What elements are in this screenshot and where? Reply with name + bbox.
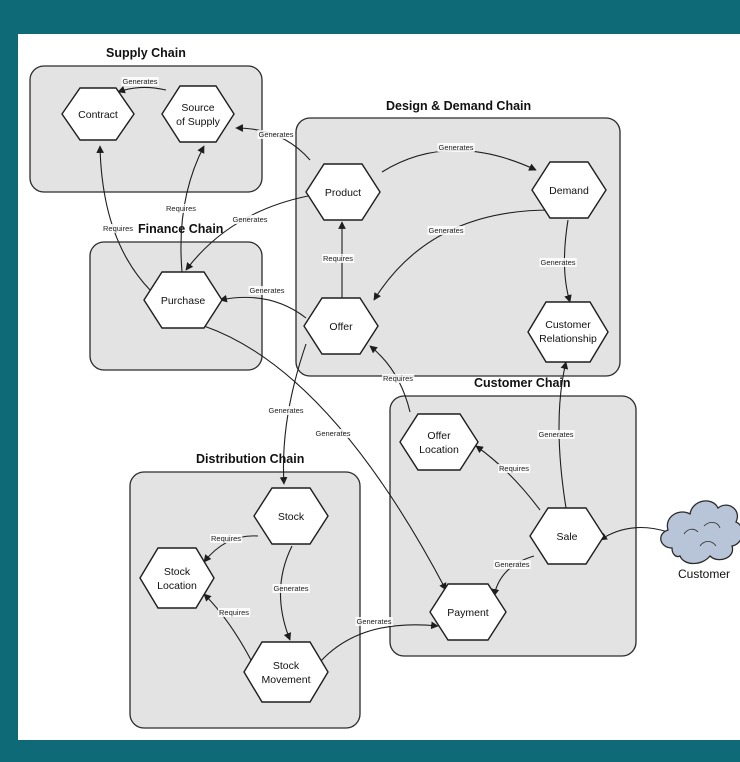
edge-label-halo: [231, 215, 269, 224]
edge-label-demand-offer: Generates: [428, 226, 463, 235]
edge-purchase-payment: [203, 325, 447, 591]
edge-label-sale-relationship: Generates: [538, 430, 573, 439]
node-source-label-1: Source: [181, 102, 214, 114]
node-offer-location[interactable]: Offer Location: [399, 413, 479, 471]
node-stock-location[interactable]: Stock Location: [139, 547, 215, 609]
node-customer-relationship[interactable]: Customer Relationship: [527, 301, 609, 363]
edge-label-halo: [437, 143, 475, 152]
edge-label-product-demand: Generates: [438, 143, 473, 152]
node-stock-movement[interactable]: Stock Movement: [243, 641, 329, 703]
customer-chain-title: Customer Chain: [474, 376, 571, 390]
edge-label-stock-stocklocation: Requires: [211, 534, 241, 543]
edge-label-product-purchase: Generates: [232, 215, 267, 224]
edge-label-halo: [321, 254, 355, 263]
node-demand-label: Demand: [549, 185, 589, 197]
node-movement-label-2: Movement: [261, 674, 310, 686]
edge-sale-relationship: [558, 361, 569, 509]
edge-label-halo: [539, 258, 577, 267]
edge-label-halo: [427, 226, 465, 235]
edge-label-offer-stock: Generates: [268, 406, 303, 415]
node-stocklocation-label-2: Location: [157, 580, 197, 592]
edge-label-halo: [497, 464, 531, 473]
edge-label-movement-payment: Generates: [356, 617, 391, 626]
edge-label-source-contract: Generates: [122, 77, 157, 86]
edge-label-halo: [164, 204, 198, 213]
edge-label-demand-relationship: Generates: [540, 258, 575, 267]
edge-customer-sale: [599, 527, 669, 541]
node-product-label: Product: [325, 187, 361, 199]
edge-label-product-source: Generates: [258, 130, 293, 139]
edge-label-halo: [267, 406, 305, 415]
edge-label-sale-payment: Generates: [494, 560, 529, 569]
node-product[interactable]: Product: [305, 163, 381, 221]
node-contract[interactable]: Contract: [61, 87, 135, 141]
edge-label-halo: [493, 560, 531, 569]
node-payment[interactable]: Payment: [429, 583, 507, 641]
edge-label-halo: [257, 130, 295, 139]
edge-label-movement-stocklocation: Requires: [219, 608, 249, 617]
edge-label-halo: [217, 608, 251, 617]
edge-label-halo: [355, 617, 393, 626]
node-payment-label: Payment: [447, 607, 489, 619]
node-offer-label: Offer: [329, 321, 353, 333]
node-relationship-label-1: Customer: [545, 319, 591, 331]
edge-label-halo: [314, 429, 352, 438]
node-sale[interactable]: Sale: [529, 507, 605, 565]
edge-label-offerloc-offer: Requires: [383, 374, 413, 383]
edge-label-halo: [381, 374, 415, 383]
edge-source-contract: [117, 86, 167, 94]
node-purchase[interactable]: Purchase: [143, 271, 223, 329]
edge-movement-stocklocation: [203, 593, 253, 663]
distribution-chain-title: Distribution Chain: [196, 452, 304, 466]
node-offerloc-label-2: Location: [419, 444, 459, 456]
node-offerloc-label-1: Offer: [427, 430, 451, 442]
node-movement-label-1: Stock: [273, 660, 300, 672]
edge-offer-stock: [279, 343, 307, 485]
edge-labels-layer: Generates Generates Generates Requires R…: [101, 77, 577, 626]
edge-label-stock-movement: Generates: [273, 584, 308, 593]
edge-label-halo: [272, 584, 310, 593]
edge-label-purchase-source: Requires: [166, 204, 196, 213]
edge-label-offer-purchase: Generates: [249, 286, 284, 295]
edge-movement-payment: [319, 621, 439, 663]
node-stocklocation-label-1: Stock: [164, 566, 191, 578]
edge-label-halo: [248, 286, 286, 295]
node-contract-label: Contract: [78, 109, 118, 121]
customer-cloud-icon: [660, 500, 740, 565]
edge-label-halo: [121, 77, 159, 86]
customer-actor-label: Customer: [678, 567, 730, 581]
supply-chain-title: Supply Chain: [106, 46, 186, 60]
edge-offer-purchase: [219, 294, 307, 319]
edge-sale-offerloc: [475, 445, 541, 511]
node-sale-label: Sale: [556, 531, 577, 543]
design-demand-chain-title: Design & Demand Chain: [386, 99, 531, 113]
edge-label-halo: [101, 224, 135, 233]
node-source-of-supply[interactable]: Source of Supply: [161, 85, 235, 143]
node-offer[interactable]: Offer: [303, 297, 379, 355]
edge-label-halo: [209, 534, 243, 543]
finance-chain-title: Finance Chain: [138, 222, 223, 236]
nodes-layer: Contract Source of Supply Product Demand…: [61, 85, 609, 703]
edge-label-sale-offerloc: Requires: [499, 464, 529, 473]
edge-label-offer-product: Requires: [323, 254, 353, 263]
edge-label-purchase-contract: Requires: [103, 224, 133, 233]
node-demand[interactable]: Demand: [531, 161, 607, 219]
node-stock[interactable]: Stock: [253, 487, 329, 545]
node-purchase-label: Purchase: [161, 295, 206, 307]
node-stock-label: Stock: [278, 511, 305, 523]
edge-label-halo: [537, 430, 575, 439]
node-relationship-label-2: Relationship: [539, 333, 597, 345]
edge-label-purchase-payment: Generates: [315, 429, 350, 438]
edge-sale-payment: [491, 555, 535, 597]
node-source-label-2: of Supply: [176, 116, 221, 128]
